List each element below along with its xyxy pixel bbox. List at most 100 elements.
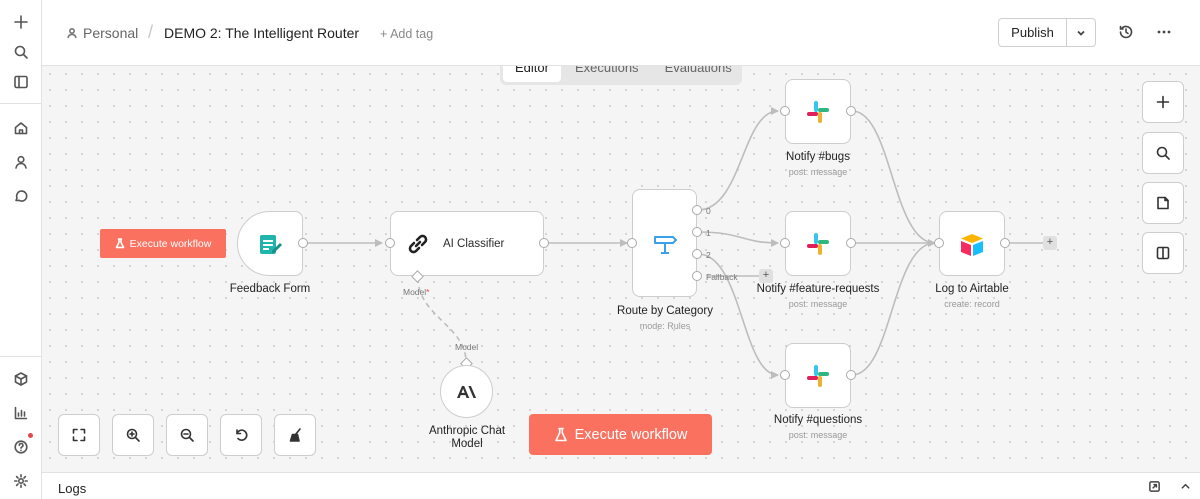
node-notify-feature-requests[interactable] xyxy=(785,211,851,276)
logs-title: Logs xyxy=(58,481,87,496)
history-icon xyxy=(1119,25,1133,39)
link-icon xyxy=(408,234,428,253)
output-port-1[interactable] xyxy=(692,227,702,237)
node-notify-questions[interactable] xyxy=(785,343,851,408)
home-icon[interactable] xyxy=(9,116,33,140)
more-options-button[interactable] xyxy=(1156,24,1174,42)
zoom-out-icon xyxy=(180,428,194,442)
chart-icon[interactable] xyxy=(9,401,33,425)
input-port[interactable] xyxy=(780,370,790,380)
output-port[interactable] xyxy=(846,238,856,248)
node-notify-bugs[interactable] xyxy=(785,79,851,144)
output-port[interactable] xyxy=(846,370,856,380)
notification-dot xyxy=(28,433,33,438)
add-node-fallback-button[interactable]: + xyxy=(759,269,773,283)
workflow-canvas[interactable]: Editor Executions Evaluations Execute wo… xyxy=(42,66,1200,472)
expand-logs-button[interactable] xyxy=(1179,480,1193,494)
box-icon[interactable] xyxy=(9,367,33,391)
publish-dropdown-button[interactable] xyxy=(1067,19,1095,46)
add-tag-button[interactable]: + Add tag xyxy=(380,27,434,41)
node-anthropic-chat-model[interactable] xyxy=(440,365,493,418)
output-port[interactable] xyxy=(1000,238,1010,248)
node-feedback-form[interactable] xyxy=(237,211,303,276)
add-node-panel-button[interactable] xyxy=(1142,81,1184,123)
plus-icon xyxy=(1156,95,1170,109)
zoom-in-button[interactable] xyxy=(112,414,154,456)
search-icon xyxy=(1156,146,1170,160)
input-port[interactable] xyxy=(385,238,395,248)
form-icon xyxy=(260,234,282,254)
output-label-2: 2 xyxy=(706,250,711,260)
pop-out-logs-button[interactable] xyxy=(1148,480,1162,494)
signpost-icon xyxy=(653,236,677,254)
plus-icon[interactable] xyxy=(9,10,33,34)
zoom-out-button[interactable] xyxy=(166,414,208,456)
slack-icon xyxy=(807,100,829,123)
ellipsis-icon xyxy=(1157,30,1171,34)
clean-up-button[interactable] xyxy=(274,414,316,456)
gear-icon[interactable] xyxy=(9,469,33,493)
sidebar-divider xyxy=(0,103,42,104)
node-route-by-category[interactable] xyxy=(632,189,697,297)
slack-icon xyxy=(807,232,829,255)
tab-evaluations[interactable]: Evaluations xyxy=(664,66,732,75)
panel-icon[interactable] xyxy=(9,70,33,94)
search-nodes-button[interactable] xyxy=(1142,132,1184,174)
sidebar-divider xyxy=(0,356,42,357)
flask-icon xyxy=(554,427,567,442)
user-icon[interactable] xyxy=(9,150,33,174)
output-port[interactable] xyxy=(846,106,856,116)
node-label-airtable: Log to Airtable xyxy=(935,283,1009,295)
output-port-2[interactable] xyxy=(692,249,702,259)
execute-workflow-button[interactable]: Execute workflow xyxy=(529,414,712,455)
workflow-title[interactable]: DEMO 2: The Intelligent Router xyxy=(164,25,360,41)
execute-small-label: Execute workflow xyxy=(129,237,212,250)
chat-icon[interactable] xyxy=(9,184,33,208)
anthropic-port-label: Model xyxy=(455,342,479,352)
input-port[interactable] xyxy=(780,238,790,248)
node-sub-questions: post: message xyxy=(788,430,848,440)
panel-icon xyxy=(1156,246,1170,260)
logs-bar[interactable]: Logs xyxy=(42,472,1200,499)
help-icon[interactable] xyxy=(9,435,33,459)
sticky-note-button[interactable] xyxy=(1142,182,1184,224)
add-node-button[interactable]: + xyxy=(1043,236,1057,250)
node-log-to-airtable[interactable] xyxy=(939,211,1005,276)
node-sub-airtable: create: record xyxy=(944,299,1000,309)
node-label-router: Route by Category xyxy=(617,305,713,317)
chevron-up-icon xyxy=(1181,483,1190,489)
search-icon[interactable] xyxy=(9,40,33,64)
input-port[interactable] xyxy=(934,238,944,248)
breadcrumb-project[interactable]: Personal xyxy=(66,25,138,41)
undo-button[interactable] xyxy=(220,414,262,456)
node-label-feedback-form: Feedback Form xyxy=(229,283,311,295)
output-label-0: 0 xyxy=(706,206,711,216)
execute-workflow-small-button[interactable]: Execute workflow xyxy=(100,229,226,258)
output-port[interactable] xyxy=(539,238,549,248)
output-port[interactable] xyxy=(298,238,308,248)
node-label-questions: Notify #questions xyxy=(773,414,863,426)
fit-view-button[interactable] xyxy=(58,414,100,456)
arrow-head xyxy=(771,371,779,379)
input-port[interactable] xyxy=(627,238,637,248)
tab-editor[interactable]: Editor xyxy=(503,66,561,82)
history-button[interactable] xyxy=(1118,24,1136,42)
user-icon xyxy=(67,27,77,39)
flask-icon xyxy=(115,238,124,249)
tab-executions[interactable]: Executions xyxy=(574,66,639,75)
slack-icon xyxy=(807,364,829,387)
output-port-fallback[interactable] xyxy=(692,271,702,281)
undo-icon xyxy=(236,429,248,441)
note-icon xyxy=(1157,196,1169,210)
node-ai-classifier[interactable]: AI Classifier xyxy=(390,211,544,276)
node-sub-bugs: post: message xyxy=(788,167,848,177)
publish-button[interactable]: Publish xyxy=(999,19,1067,46)
connection-router-questions xyxy=(697,253,779,376)
connections xyxy=(304,107,1043,379)
output-label-fallback: Fallback xyxy=(706,272,738,282)
node-sub-router: mode: Rules xyxy=(639,321,691,331)
toggle-panel-button[interactable] xyxy=(1142,232,1184,274)
broom-icon xyxy=(289,428,301,442)
output-port-0[interactable] xyxy=(692,205,702,215)
input-port[interactable] xyxy=(780,106,790,116)
